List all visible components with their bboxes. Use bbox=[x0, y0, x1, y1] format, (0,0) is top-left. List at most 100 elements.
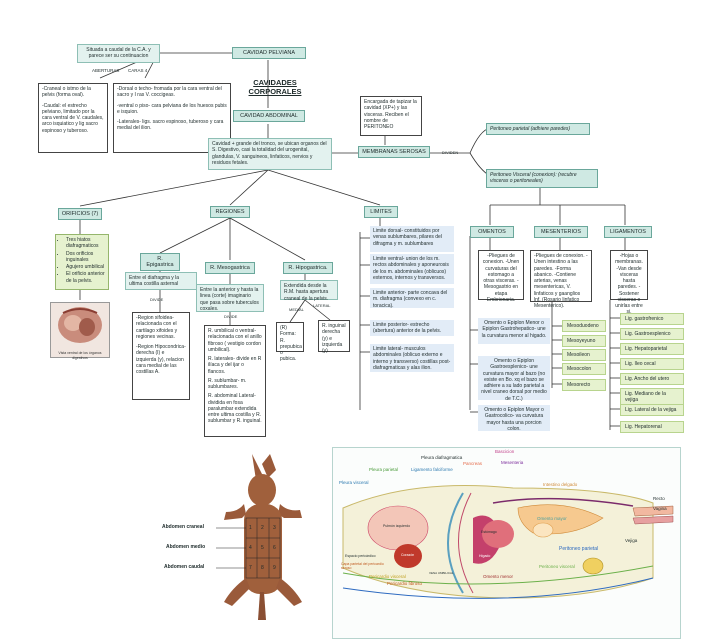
label-pericardio-visceral: Pericardio visceral bbox=[369, 574, 406, 579]
omento-mayor: Omento o Epiplon Mayor o Gastrocolico- v… bbox=[478, 405, 550, 432]
label-vagina: Vagina bbox=[653, 506, 667, 511]
opening-craneal: -Craneal o istmo de la pelvis (forma ova… bbox=[42, 86, 91, 99]
mesogastrica-header: R. Mesogastrica bbox=[205, 262, 255, 274]
label-corazon: Corazón bbox=[401, 553, 415, 557]
peritoneo-visceral: Peritoneo Visceral (conexion): (recubre … bbox=[486, 169, 598, 188]
face-lateral: -Laterales- ligs. sacro espinoso, tubero… bbox=[117, 119, 224, 132]
label-peritoneo-visceral: Peritoneo visceral bbox=[539, 564, 575, 569]
region-umbilical: R. umbilical o ventral- relacionada con … bbox=[208, 328, 262, 353]
regiones-header: REGIONES bbox=[210, 206, 250, 218]
hipogastrica-left-box: (R) Forma: R. prepubica o pubica. bbox=[276, 322, 304, 362]
label-estomago: Estómago bbox=[481, 530, 497, 534]
region-number: 7 bbox=[249, 565, 252, 571]
region-number: 4 bbox=[249, 545, 252, 551]
serosa-header: MEMBRANAS SEROSAS bbox=[358, 146, 430, 158]
pelvic-location: Situada a caudal de la C.A. y parece ser… bbox=[77, 44, 160, 63]
limites-header: LIMITES bbox=[364, 206, 398, 218]
region-number: 9 bbox=[273, 565, 276, 571]
lig-gastrofrenico: Lig. gastrofrenico bbox=[620, 313, 684, 325]
region-abdominal-lateral: R. abdominal Lateral- dividida en fosa p… bbox=[208, 393, 262, 425]
label-pleura-parietal: Pleura parietal bbox=[369, 467, 399, 472]
region-sublumbar: R. sublumbar- m. sublumbares. bbox=[208, 377, 247, 390]
epigastrica-items: -Region xifoidea- relacionada con el car… bbox=[132, 312, 190, 400]
region-xifoidea: -Region xifoidea- relacionada con el car… bbox=[136, 315, 178, 340]
region-laterales: R. laterales- divide en R ilíaca y del i… bbox=[208, 356, 262, 375]
mesenterios-header: MESENTERIOS bbox=[534, 226, 588, 238]
label-pancreas: Pancreas bbox=[463, 461, 483, 466]
medial-label: MEDIAL bbox=[289, 307, 304, 312]
digestive-organs-image: Vista ventral de los órganos digestivos bbox=[50, 302, 110, 360]
abdomen-caudal-label: Abdomen caudal bbox=[164, 564, 205, 570]
orificios-header: ORIFICIOS (7) bbox=[58, 208, 102, 220]
lig-hepatorenal: Lig. Hepatorenal bbox=[620, 421, 684, 433]
orificio-item: Dos orificios inguinales bbox=[66, 251, 105, 264]
label-lig-falciforme: Ligamento falciforme bbox=[411, 467, 453, 472]
label-esp-pericardico: Espacio pericárdico bbox=[345, 554, 376, 558]
epigastrica-desc: Entre el diafragma y la ultima costilla … bbox=[125, 272, 197, 290]
ligamentos-desc: -Hojas o membranas. -Van desde visceras … bbox=[610, 250, 648, 315]
pelvic-cavity-header: CAVIDAD PELVIANA bbox=[232, 47, 306, 59]
hipogastrica-right-box: R. inguinal derecha (y) e izquierda (y) bbox=[318, 320, 350, 354]
lig-ancho-utero: Lig. Ancho del utero bbox=[620, 373, 684, 385]
face-ventral: -ventral o piso- cara pelviana de los hu… bbox=[117, 102, 227, 115]
label-higado: Hígado bbox=[479, 554, 491, 558]
abdominal-desc: Cavidad + grande del tronco, se ubican o… bbox=[208, 138, 332, 170]
region-number: 6 bbox=[273, 545, 276, 551]
label-mesenteria: Mesenteria bbox=[501, 460, 524, 465]
serosa-desc: Encargada de tapizar la cavidad (XP+) y … bbox=[360, 96, 422, 136]
openings-label: ABERTURAS bbox=[92, 68, 120, 73]
orificios-list: Tres hiatos diafragmaticos Dos orificios… bbox=[55, 234, 109, 290]
region-number: 5 bbox=[261, 545, 264, 551]
pelvic-openings-box: -Craneal o istmo de la pelvis (forma ova… bbox=[38, 83, 108, 153]
omento-gastroesplenico: Omento o Epiplon Gastroesplenico- une cu… bbox=[478, 356, 550, 402]
label-vena-umbilical: VENA UMBILICAL bbox=[429, 571, 454, 575]
omentos-desc: -Pliegues de conexion. -Unen curvaturas … bbox=[478, 250, 524, 303]
label-pleura-visceral: Pleura visceral bbox=[339, 480, 369, 485]
label-pericardio-fibroso: Pericardio fibroso bbox=[387, 581, 423, 586]
mesoduodeno: Mesoduodeno bbox=[562, 320, 606, 332]
abdominal-cavity-header: CAVIDAD ABDOMINAL bbox=[233, 110, 305, 122]
mesenterios-desc: -Pliegues de conexion. -Unen intestino a… bbox=[530, 250, 592, 309]
mesoileon: Mesoileon bbox=[562, 349, 606, 361]
limite-lateral: Limite lateral- musculos abdominales (ob… bbox=[370, 344, 454, 372]
region-number: 2 bbox=[261, 525, 264, 531]
peritoneum-anatomy-diagram: Pleura diafragmatica Bascicion Mesenteri… bbox=[332, 447, 681, 639]
abdomen-craneal-label: Abdomen craneal bbox=[162, 524, 204, 530]
face-dorsal: -Dorsal o techo- fromada por la cara ven… bbox=[117, 86, 222, 99]
hipogastrica-header: R. Hipogastrica. bbox=[283, 262, 333, 274]
label-intestino-delgado: Intestino delgado bbox=[543, 482, 578, 487]
serosa-divides-label: DIVIDEN bbox=[442, 150, 459, 155]
image-caption: Vista ventral de los órganos digestivos bbox=[58, 351, 102, 360]
label-recto: Recto bbox=[653, 496, 665, 501]
label-omento-menor: Omento menor bbox=[483, 574, 514, 579]
opening-caudal: -Caudal: el estrecho pelviano, limitado … bbox=[42, 102, 104, 134]
mesorecto: Mesorecto bbox=[562, 379, 606, 391]
label-pulmon: Pulmón izquierdo bbox=[383, 524, 411, 528]
dog-silhouette bbox=[216, 454, 302, 620]
limite-anterior: Limite anterior- parte concava del m. di… bbox=[370, 288, 454, 309]
region-number: 8 bbox=[261, 565, 264, 571]
abdomen-medio-label: Abdomen medio bbox=[166, 544, 206, 550]
anatomy-illustration bbox=[342, 485, 674, 599]
region-number: 1 bbox=[249, 525, 252, 531]
orificio-item: El orificio anterior de la pelvis. bbox=[66, 271, 105, 284]
region-number: 3 bbox=[273, 525, 276, 531]
lig-ileo-cecal: Lig. Ileo cecal bbox=[620, 358, 684, 370]
page-title: CAVIDADES CORPORALES bbox=[248, 78, 302, 97]
limite-dorsal: Limite dorsal- constituidos por venas su… bbox=[370, 226, 454, 252]
label-peritoneo-parietal: Peritoneo parietal bbox=[559, 546, 599, 552]
lateral-label: LATERAL bbox=[313, 303, 331, 308]
label-vejiga: Vejiga bbox=[625, 538, 638, 543]
epigastrica-divides-label: DIVIDE bbox=[150, 297, 164, 302]
mesocolon: Mesocolon bbox=[562, 363, 606, 375]
epigastrica-header: R. Epigastrica bbox=[140, 253, 180, 271]
mesogastrica-items: R. umbilical o ventral- relacionada con … bbox=[204, 325, 266, 437]
mesoyeyuno: Mesoyeyuno bbox=[562, 335, 606, 347]
ligamentos-header: LIGAMENTOS bbox=[604, 226, 652, 238]
omento-menor: Omento o Epiplon Menor o Epiplon Gastroh… bbox=[478, 318, 550, 344]
faces-label: CARAS 4 bbox=[128, 68, 148, 73]
label-omento-mayor: Omento mayor bbox=[537, 516, 567, 521]
region-hipocondrica: -Region Hipocondrica- derecha (I) e izqu… bbox=[136, 344, 186, 375]
mesogastrica-divides-label: DIVIDE bbox=[224, 314, 238, 319]
